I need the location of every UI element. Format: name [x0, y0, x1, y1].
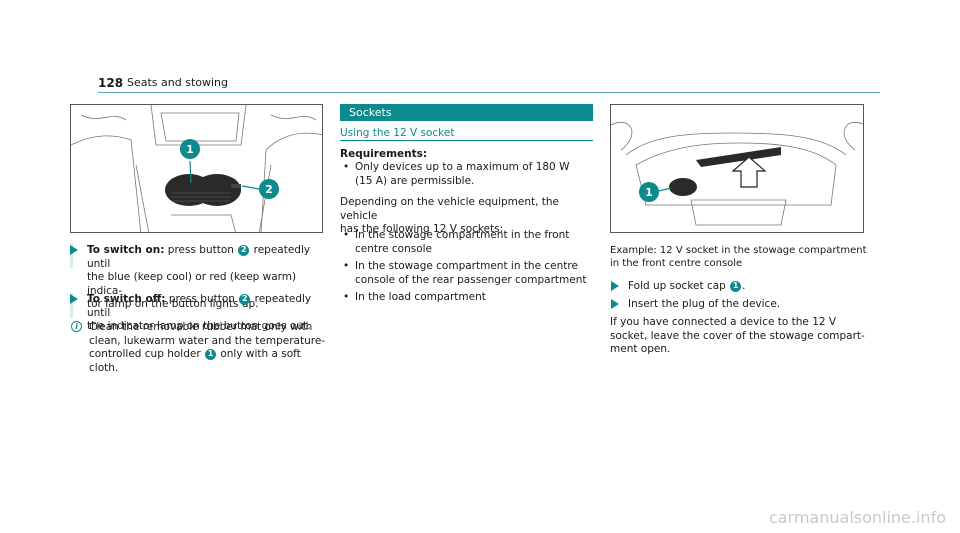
paragraph-line: If you have connected a device to the 12… — [610, 316, 837, 328]
figure-callout-1: 1 — [639, 182, 659, 202]
caption-line: Example: 12 V socket in the stowage comp… — [610, 245, 867, 256]
step-fold-cap: Fold up socket cap 1. — [611, 280, 868, 294]
header-rule — [98, 92, 880, 93]
page-section-title: Seats and stowing — [127, 76, 229, 89]
paragraph-line: socket, leave the cover of the stowage c… — [610, 329, 865, 342]
step-text: press button — [165, 293, 239, 305]
inline-callout-2: 2 — [239, 293, 251, 305]
page-number: 128 — [98, 76, 124, 90]
step-text: the indicator lamp on the button goes ou… — [87, 320, 311, 332]
requirements-label: Requirements: — [340, 148, 428, 160]
watermark-text: carmanualsonline.info — [768, 508, 946, 527]
step-text: repeatedly until — [87, 293, 312, 319]
step-insert-plug: Insert the plug of the device. — [611, 298, 868, 312]
socket-drawing — [611, 121, 863, 226]
step-arrow-icon — [70, 245, 78, 255]
note-text: clean, lukewarm water and the temperatur… — [89, 334, 326, 347]
step-text: the blue (keep cool) or red (keep warm) … — [87, 271, 297, 297]
list-text: centre console — [355, 242, 433, 255]
list-text: In the load compartment — [355, 291, 486, 303]
step-bar — [70, 243, 73, 268]
step-text: tor lamp on the button lights up. — [87, 298, 259, 310]
inline-callout-2: 2 — [238, 244, 250, 256]
socket-list-item: In the stowage compartment in the front … — [343, 229, 605, 256]
inline-callout-1: 1 — [204, 348, 216, 360]
cup-holder-illustration: 1 2 — [70, 104, 323, 233]
step-switch-on: To switch on: press button 2 repeatedly … — [70, 244, 327, 312]
figure-callout-2: 2 — [259, 179, 279, 199]
paragraph-line: Depending on the vehicle equipment, the … — [340, 196, 560, 222]
requirement-text: (15 A) are permissible. — [355, 174, 475, 187]
step-arrow-icon — [611, 299, 619, 309]
inline-callout-1: 1 — [730, 280, 742, 292]
socket-cover-paragraph: If you have connected a device to the 12… — [610, 316, 870, 357]
note-text: controlled cup holder — [89, 348, 204, 360]
step-arrow-icon — [70, 294, 78, 304]
cup-holder-drawing — [71, 105, 322, 232]
step-text: press button — [164, 244, 238, 256]
subheading-12v-socket: Using the 12 V socket — [340, 127, 455, 139]
socket-list-item: In the stowage compartment in the centre… — [343, 260, 605, 287]
step-text: repeatedly until — [87, 244, 311, 270]
step-text: Insert the plug of the device. — [628, 298, 781, 310]
list-text: In the stowage compartment in the centre — [355, 260, 578, 272]
step-text: . — [742, 280, 746, 292]
subheading-rule — [340, 140, 593, 141]
info-icon: i — [71, 321, 82, 332]
step-lead: To switch off: — [87, 293, 166, 305]
caption-line: in the front centre console — [610, 258, 743, 269]
paragraph-line: ment open. — [610, 343, 671, 355]
step-switch-off: To switch off: press button 2 repeatedly… — [70, 293, 327, 334]
socket-list-item: In the load compartment — [343, 291, 605, 305]
requirement-text: Only devices up to a maximum of 180 W — [355, 161, 570, 173]
step-lead: To switch on: — [87, 244, 165, 256]
step-text: Fold up socket cap — [628, 280, 730, 292]
note-text: only with a soft — [216, 348, 301, 360]
note-text: Clean the removable rubber mat only with — [89, 321, 313, 333]
step-arrow-icon — [611, 281, 619, 291]
list-text: console of the rear passenger compartmen… — [355, 273, 587, 286]
list-text: In the stowage compartment in the front — [355, 229, 570, 241]
section-heading-sockets: Sockets — [340, 104, 593, 121]
requirement-bullet: Only devices up to a maximum of 180 W (1… — [343, 161, 605, 188]
note-text: cloth. — [89, 361, 119, 374]
step-bar — [70, 293, 73, 318]
socket-illustration: 1 — [610, 104, 864, 233]
figure-caption: Example: 12 V socket in the stowage comp… — [610, 244, 870, 270]
note-cleaning: i Clean the removable rubber mat only wi… — [71, 321, 329, 375]
figure-callout-1: 1 — [180, 139, 200, 159]
